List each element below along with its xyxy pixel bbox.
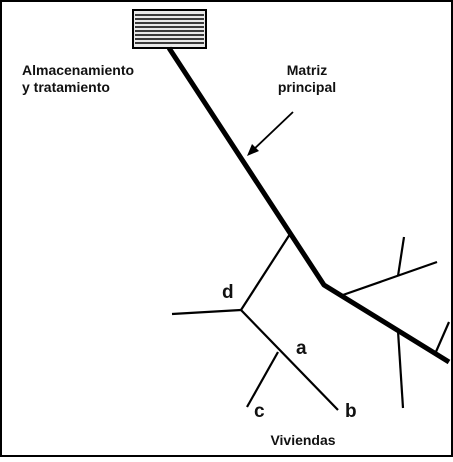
storage-label-line2: y tratamiento <box>22 79 110 95</box>
node-label-a: a <box>296 338 307 359</box>
node-label-d: d <box>222 282 234 303</box>
node-label-b: b <box>345 401 357 422</box>
storage-label-line1: Almacenamiento <box>22 62 134 78</box>
main-pipe <box>166 46 451 365</box>
main-pipe-pointer-arrow <box>247 111 294 156</box>
main-pipe-label-line1: Matriz <box>287 62 327 78</box>
secondary-branch <box>171 233 339 411</box>
node-label-c: c <box>254 401 265 422</box>
main-pipe-label-line2: principal <box>278 79 336 95</box>
right-branches <box>339 236 451 409</box>
storage-tank-icon <box>132 9 207 49</box>
houses-label: Viviendas <box>270 432 335 448</box>
